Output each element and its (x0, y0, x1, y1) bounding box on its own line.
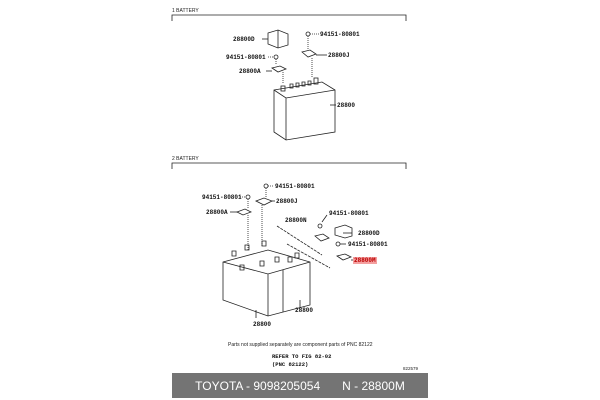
label-28800d[interactable]: 28800D (233, 36, 255, 43)
terminal-clamps-1 (266, 31, 327, 84)
refer-fig: REFER TO FIG 82-02 (272, 353, 332, 360)
figure-code: 822579 (403, 366, 419, 371)
label-28800d[interactable]: 28800D (358, 230, 380, 237)
refer-pnc: (PNC 82122) (272, 361, 309, 368)
section-1-bracket (171, 14, 407, 21)
label-94151-80801[interactable]: 94151-80801 (348, 241, 388, 248)
section-1-title: 1 BATTERY (172, 8, 199, 14)
label-28800[interactable]: 28800 (295, 307, 314, 314)
label-94151-80801[interactable]: 94151-80801 (275, 183, 315, 190)
label-28800[interactable]: 28800 (337, 102, 356, 109)
footer-part-number: TOYOTA - 9098205054 (195, 378, 321, 393)
battery-1-drawing (273, 77, 336, 141)
parts-note: Parts not supplied separately are compon… (228, 342, 373, 348)
label-94151-80801[interactable]: 94151-80801 (226, 54, 266, 61)
label-28800m-highlighted[interactable]: 28800M (353, 257, 377, 264)
terminal-clamps-2 (230, 183, 353, 261)
section-2-title: 2 BATTERY (172, 156, 199, 162)
label-94151-80801[interactable]: 94151-80801 (320, 31, 360, 38)
footer-bar: TOYOTA - 9098205054 N - 28800M (172, 373, 428, 398)
section-2-bracket (171, 162, 407, 169)
label-28800j[interactable]: 28800J (276, 198, 298, 205)
label-94151-80801[interactable]: 94151-80801 (202, 194, 242, 201)
label-94151-80801[interactable]: 94151-80801 (329, 210, 369, 217)
cover-28800d-1 (262, 29, 289, 49)
battery-2-drawing (222, 225, 331, 318)
label-28800j[interactable]: 28800J (328, 52, 350, 59)
label-28800a[interactable]: 28800A (206, 209, 228, 216)
label-28800a[interactable]: 28800A (239, 68, 261, 75)
footer-ref-number: N - 28800M (342, 378, 405, 393)
label-28800[interactable]: 28800 (253, 321, 272, 328)
label-28800n[interactable]: 28800N (285, 217, 307, 224)
